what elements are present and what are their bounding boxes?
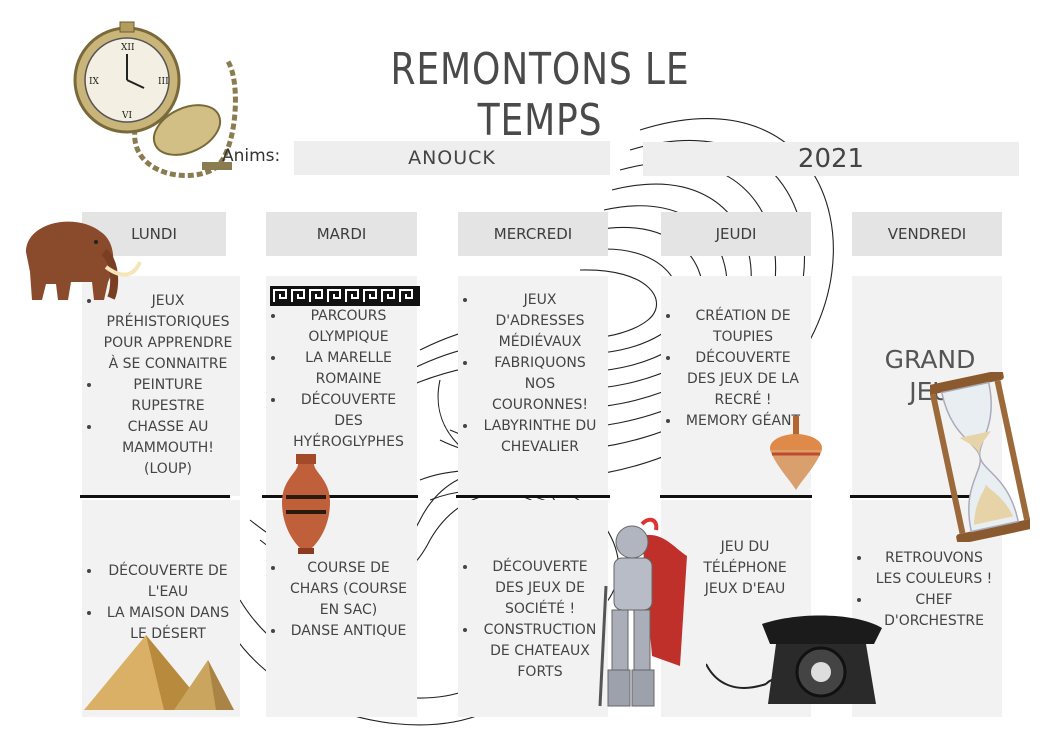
page-title: REMONTONS LE TEMPS [390, 44, 690, 146]
activity-item: DÉCOUVERTE DES JEUX DE LA RECRÉ ! [681, 348, 805, 411]
hourglass-icon [930, 372, 1030, 542]
morning-box-lundi: JEUX PRÉHISTORIQUES POUR APPRENDRE À SE … [82, 276, 240, 496]
divider [262, 495, 418, 498]
anims-field: ANOUCK [294, 141, 610, 175]
activity-item: CHEF D'ORCHESTRE [872, 590, 996, 632]
anims-label: Anims: [222, 146, 281, 166]
knight-icon [598, 517, 687, 707]
divider [456, 495, 610, 498]
morning-box-mardi: PARCOURS OLYMPIQUE LA MARELLE ROMAINE DÉ… [266, 276, 417, 496]
pocket-watch-icon: XII III VI IX [73, 21, 238, 179]
activity-item: DANSE ANTIQUE [286, 621, 411, 642]
svg-text:IX: IX [89, 77, 100, 87]
activity-item: JEUX PRÉHISTORIQUES POUR APPRENDRE À SE … [102, 291, 234, 375]
year-field: 2021 [643, 142, 1019, 176]
activity-item: PEINTURE RUPESTRE [102, 375, 234, 417]
pyramids-icon [84, 635, 234, 710]
activity-item: MEMORY GÉANT [681, 411, 805, 432]
day-header-mardi: MARDI [266, 212, 417, 256]
activity-text: JEU DU TÉLÉPHONE JEUX D'EAU [703, 539, 787, 597]
mammoth-icon [26, 221, 142, 300]
day-header-vendredi: VENDREDI [852, 212, 1002, 256]
activity-item: JEUX D'ADRESSES MÉDIÉVAUX [478, 290, 602, 353]
svg-text:III: III [158, 77, 169, 87]
activity-item: FABRIQUONS NOS COURONNES! [478, 353, 602, 416]
activity-item: PARCOURS OLYMPIQUE [286, 306, 411, 348]
morning-box-mercredi: JEUX D'ADRESSES MÉDIÉVAUX FABRIQUONS NOS… [458, 276, 608, 496]
day-header-mercredi: MERCREDI [458, 212, 608, 256]
spinning-top-icon [770, 416, 822, 490]
activity-item: LABYRINTHE DU CHEVALIER [478, 416, 602, 458]
activity-item: CRÉATION DE TOUPIES [681, 306, 805, 348]
activity-item: COURSE DE CHARS (COURSE EN SAC) [286, 558, 411, 621]
activity-item: CONSTRUCTION DE CHATEAUX FORTS [478, 620, 602, 683]
divider [660, 495, 812, 498]
divider [80, 495, 230, 498]
activity-item: DÉCOUVERTE DES HYÉROGLYPHES [286, 390, 411, 453]
afternoon-box-mercredi: DÉCOUVERTE DES JEUX DE SOCIÉTÉ ! CONSTRU… [458, 500, 608, 717]
svg-text:VI: VI [121, 111, 132, 121]
activity-item: DÉCOUVERTE DES JEUX DE SOCIÉTÉ ! [478, 557, 602, 620]
activity-item: LA MAISON DANS LE DÉSERT [102, 603, 234, 645]
activity-item: CHASSE AU MAMMOUTH! (LOUP) [102, 417, 234, 480]
day-header-jeudi: JEUDI [661, 212, 811, 256]
telephone-icon [706, 615, 882, 704]
activity-item: RETROUVONS LES COULEURS ! [872, 548, 996, 590]
greek-key-border-icon [270, 286, 420, 306]
activity-item: LA MARELLE ROMAINE [286, 348, 411, 390]
divider [850, 495, 1002, 498]
svg-text:XII: XII [121, 43, 135, 53]
amphora-icon [282, 454, 330, 554]
activity-item: DÉCOUVERTE DE L'EAU [102, 561, 234, 603]
